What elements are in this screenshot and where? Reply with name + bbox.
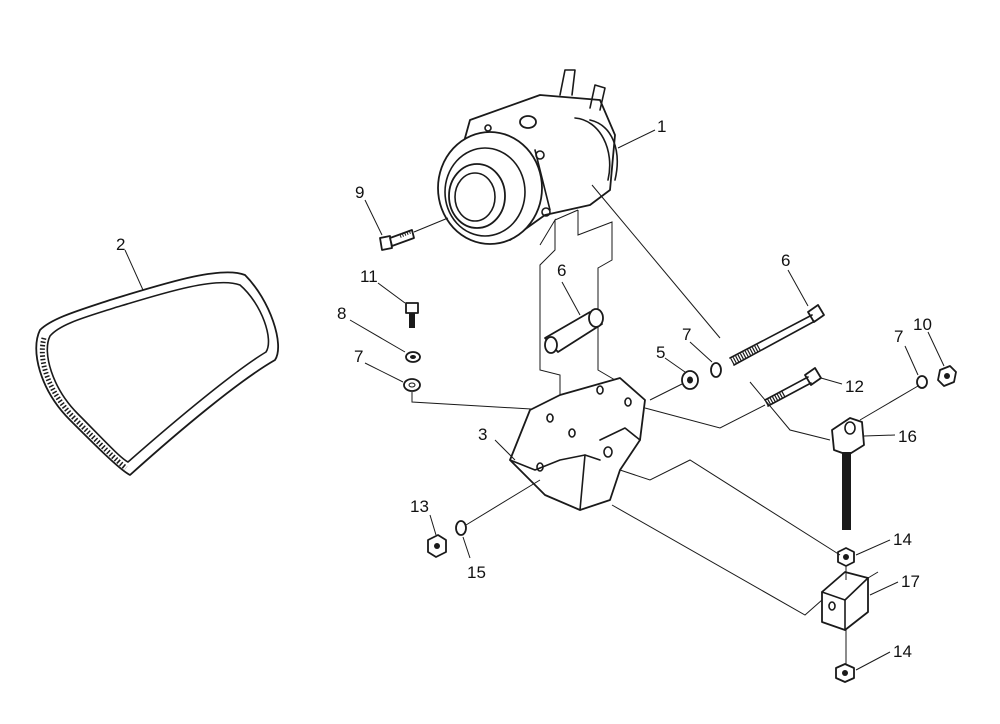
- long-bolt-6: [729, 304, 825, 366]
- callout-9: 9: [355, 183, 364, 202]
- eyebolt-16: [831, 417, 865, 530]
- callout-13: 13: [410, 497, 429, 516]
- callout-14-lower: 14: [893, 642, 912, 661]
- callout-7-right: 7: [894, 327, 903, 346]
- callout-5: 5: [656, 343, 665, 362]
- callout-8: 8: [337, 304, 346, 323]
- washer-7-right: [916, 375, 928, 389]
- nut-14-upper: [837, 547, 855, 567]
- callout-3: 3: [478, 425, 487, 444]
- mounting-plate-outline: [539, 209, 616, 410]
- callout-17: 17: [901, 572, 920, 591]
- callout-16: 16: [898, 427, 917, 446]
- nut-13: [427, 534, 447, 558]
- drive-belt: [35, 271, 279, 476]
- callouts: 1 2 3 5 6 6 7 7 7 8 9 10 11 12 13 14 14 …: [116, 117, 932, 661]
- compressor: [437, 69, 619, 245]
- spacer-5: [681, 370, 699, 390]
- leader-lines: [124, 129, 945, 671]
- bracket-3: [509, 377, 646, 511]
- callout-2: 2: [116, 235, 125, 254]
- callout-14-upper: 14: [893, 530, 912, 549]
- nut-14-lower: [835, 663, 855, 683]
- callout-10: 10: [913, 315, 932, 334]
- washer-7-left: [403, 378, 421, 392]
- bolt-11: [405, 302, 419, 328]
- washer-7-center: [710, 362, 722, 378]
- bolt-9: [379, 217, 449, 251]
- block-17: [821, 571, 869, 631]
- callout-7-left: 7: [354, 347, 363, 366]
- callout-12: 12: [845, 377, 864, 396]
- washer-15: [455, 520, 467, 536]
- callout-1: 1: [657, 117, 666, 136]
- nut-10: [937, 365, 957, 387]
- callout-6-spacer: 6: [557, 261, 566, 280]
- callout-15: 15: [467, 563, 486, 582]
- assembly-lines: [591, 184, 919, 664]
- callout-6-bolt: 6: [781, 251, 790, 270]
- callout-11: 11: [360, 267, 378, 286]
- spacer-6: [544, 308, 604, 354]
- callout-7-center: 7: [682, 325, 691, 344]
- lock-washer-8: [405, 351, 421, 363]
- bolt-12: [764, 367, 822, 407]
